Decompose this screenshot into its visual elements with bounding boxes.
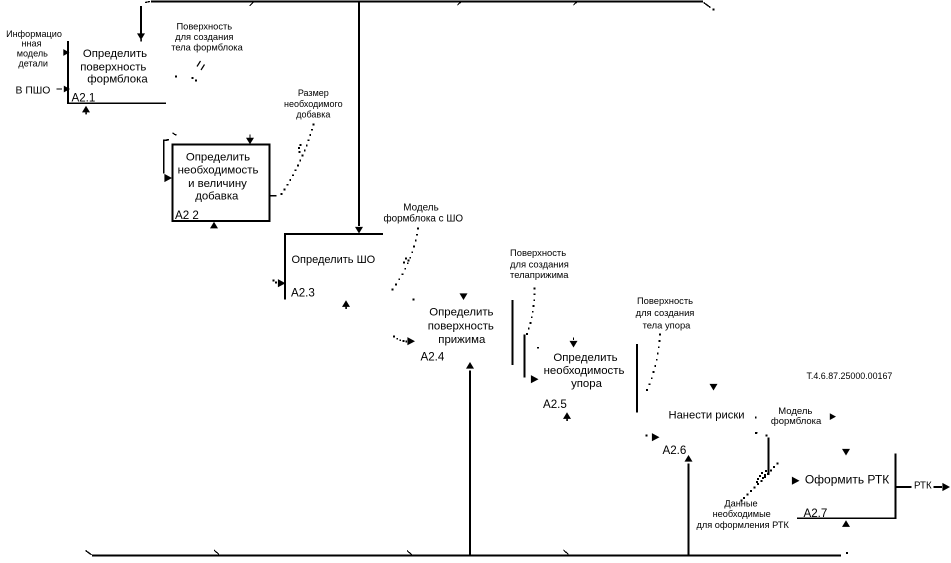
svg-text:формблока: формблока — [87, 74, 148, 86]
svg-text:и величину: и величину — [188, 178, 247, 190]
svg-text:A2.4: A2.4 — [421, 351, 445, 364]
svg-text:прижима: прижима — [438, 334, 486, 346]
svg-text:необходимость: необходимость — [178, 164, 259, 176]
svg-text:Т.4.6.87.25000.00167: Т.4.6.87.25000.00167 — [807, 371, 893, 381]
svg-text:Определить: Определить — [429, 306, 493, 318]
svg-text:упора: упора — [571, 378, 603, 390]
svg-text:модель: модель — [17, 49, 48, 59]
svg-text:для создания: для создания — [636, 307, 695, 318]
svg-text:для создания: для создания — [175, 32, 233, 42]
svg-text:Модель: Модель — [403, 203, 438, 214]
svg-text:для оформления РТК: для оформления РТК — [697, 520, 790, 530]
svg-text:Определить: Определить — [186, 152, 250, 164]
svg-text:Определить ШО: Определить ШО — [292, 254, 376, 266]
svg-text:A2.3: A2.3 — [291, 287, 315, 300]
svg-text:нная: нная — [21, 39, 41, 49]
svg-text:Поверхность: Поверхность — [637, 295, 693, 306]
svg-text:детали: детали — [18, 59, 48, 69]
svg-text:необходимость: необходимость — [544, 365, 625, 377]
svg-text:формблока: формблока — [771, 416, 822, 427]
svg-text:для создания: для создания — [510, 259, 569, 270]
svg-text:тела упора: тела упора — [643, 319, 692, 330]
svg-text:добавка: добавка — [296, 110, 330, 120]
svg-text:Определить: Определить — [553, 352, 617, 364]
svg-text:необходимые: необходимые — [713, 509, 771, 519]
svg-text:поверхность: поверхность — [80, 62, 146, 74]
svg-text:поверхность: поверхность — [428, 320, 494, 332]
svg-text:A2.1: A2.1 — [72, 92, 96, 105]
svg-text:телаприжима: телаприжима — [510, 269, 569, 280]
svg-text:A2.7: A2.7 — [804, 507, 828, 520]
svg-text:В ПШО: В ПШО — [16, 85, 51, 96]
svg-text:РТК: РТК — [914, 481, 932, 492]
svg-text:формблока с ШО: формблока с ШО — [384, 214, 464, 225]
svg-text:Модель: Модель — [778, 406, 812, 417]
svg-text:A2 2: A2 2 — [175, 209, 199, 222]
svg-text:A2.6: A2.6 — [663, 444, 687, 457]
svg-text:Оформить РТК: Оформить РТК — [805, 473, 889, 487]
svg-text:Поверхность: Поверхность — [510, 247, 566, 258]
svg-text:Определить: Определить — [83, 48, 147, 60]
svg-text:необходимого: необходимого — [284, 99, 343, 109]
svg-text:Информацио: Информацио — [6, 29, 62, 39]
svg-text:Данные: Данные — [724, 499, 757, 509]
svg-text:тела формблока: тела формблока — [171, 42, 243, 52]
svg-text:A2.5: A2.5 — [543, 398, 567, 411]
svg-text:Поверхность: Поверхность — [176, 22, 232, 32]
svg-text:добавка: добавка — [195, 191, 239, 203]
svg-text:Нанести риски: Нанести риски — [669, 409, 745, 421]
svg-text:Размер: Размер — [298, 88, 329, 98]
